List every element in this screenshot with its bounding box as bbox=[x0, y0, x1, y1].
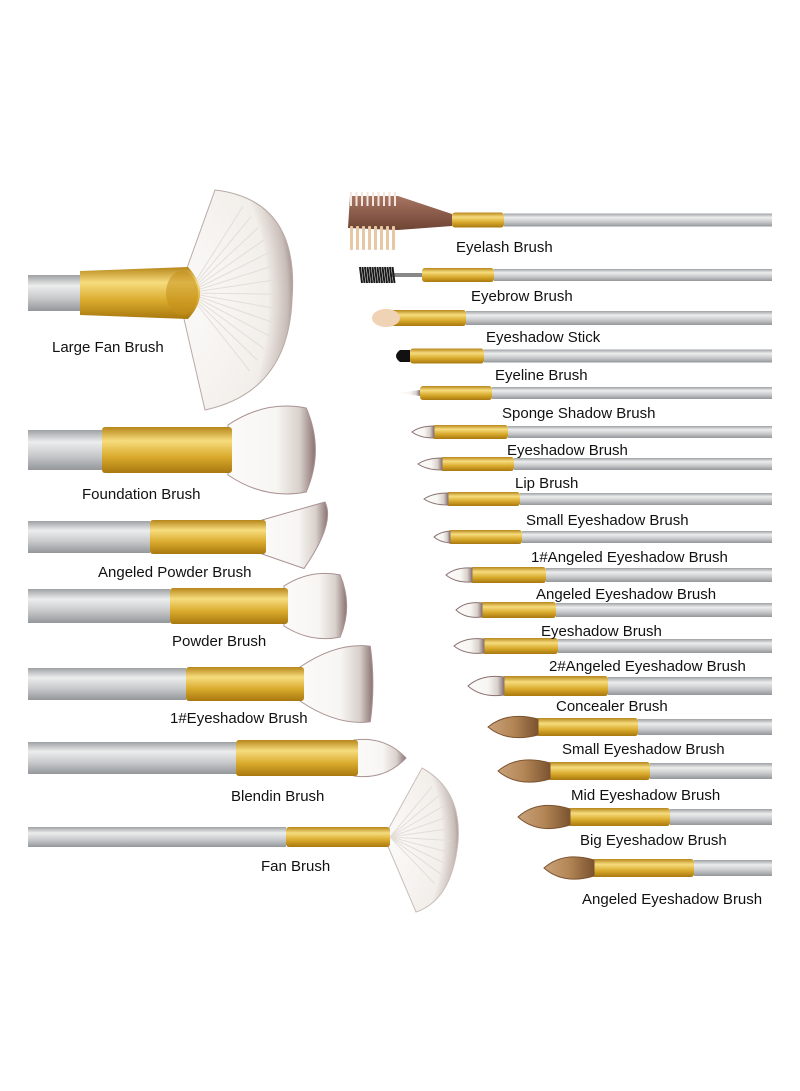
brown-tip-icon bbox=[497, 759, 551, 783]
fan-icon bbox=[383, 767, 459, 913]
sponge-icon bbox=[372, 309, 400, 327]
brush-5-left bbox=[28, 645, 374, 723]
label-right-12: 2#Angeled Eyeshadow Brush bbox=[549, 658, 746, 675]
brown-tip-icon bbox=[487, 715, 539, 739]
label-left-6: Blendin Brush bbox=[231, 788, 325, 805]
label-right-9: 1#Angeled Eyeshadow Brush bbox=[531, 549, 728, 566]
brown-tip-icon bbox=[517, 804, 571, 830]
label-right-3: Eyeshadow Stick bbox=[486, 329, 601, 346]
label-right-4: Eyeline Brush bbox=[495, 367, 588, 384]
brush-1-right bbox=[348, 192, 772, 250]
small-tip-icon bbox=[411, 425, 435, 439]
label-right-11: Eyeshadow Brush bbox=[541, 623, 662, 640]
brush-6-right bbox=[411, 425, 772, 439]
dome-icon bbox=[283, 572, 348, 640]
small-tip-icon bbox=[467, 675, 505, 697]
brush-3-right bbox=[372, 309, 772, 327]
spoolie-icon bbox=[359, 266, 422, 284]
brush-2-right bbox=[359, 266, 772, 284]
brush-17-right bbox=[543, 856, 772, 880]
brush-13-right bbox=[467, 675, 772, 697]
label-right-15: Mid Eyeshadow Brush bbox=[571, 787, 721, 804]
brush-15-right bbox=[497, 759, 772, 783]
label-right-14: Small Eyeshadow Brush bbox=[562, 741, 725, 758]
tapered-icon bbox=[353, 738, 407, 778]
small-tip-icon bbox=[423, 492, 449, 506]
label-right-7: Lip Brush bbox=[515, 475, 579, 492]
label-left-1: Large Fan Brush bbox=[52, 339, 164, 356]
label-right-2: Eyebrow Brush bbox=[471, 288, 573, 305]
label-right-5: Sponge Shadow Brush bbox=[502, 405, 656, 422]
brush-16-right bbox=[517, 804, 772, 830]
label-right-10: Angeled Eyeshadow Brush bbox=[536, 586, 717, 603]
brush-7-right bbox=[417, 457, 772, 471]
angled-icon bbox=[261, 501, 329, 570]
brush-8-right bbox=[423, 492, 772, 506]
label-right-17: Angeled Eyeshadow Brush bbox=[582, 891, 763, 908]
label-left-2: Foundation Brush bbox=[82, 486, 201, 503]
brush-3-left bbox=[28, 501, 329, 570]
comb-icon bbox=[348, 192, 452, 250]
label-right-1: Eyelash Brush bbox=[456, 239, 553, 256]
brush-14-right bbox=[487, 715, 772, 739]
brush-2-left bbox=[28, 405, 316, 495]
label-left-3: Angeled Powder Brush bbox=[98, 564, 252, 581]
label-right-8: Small Eyeshadow Brush bbox=[526, 512, 689, 529]
small-tip-icon bbox=[445, 567, 473, 583]
small-tip-icon bbox=[455, 602, 483, 618]
dome-icon bbox=[227, 405, 316, 495]
small-tip-icon bbox=[417, 457, 443, 471]
liner-icon bbox=[396, 350, 410, 362]
fan-icon bbox=[177, 189, 294, 411]
label-right-13: Concealer Brush bbox=[556, 698, 668, 715]
brush-10-right bbox=[445, 567, 772, 583]
brush-12-right bbox=[453, 638, 772, 654]
brush-1-left bbox=[28, 189, 294, 411]
small-tip-icon bbox=[453, 638, 485, 654]
brush-9-right bbox=[433, 530, 772, 544]
label-left-4: Powder Brush bbox=[172, 633, 267, 650]
brush-7-left bbox=[28, 767, 459, 913]
label-right-6: Eyeshadow Brush bbox=[507, 442, 628, 459]
brush-6-left bbox=[28, 738, 407, 778]
label-left-7: Fan Brush bbox=[261, 858, 331, 875]
brown-tip-icon bbox=[543, 856, 595, 880]
brush-5-right bbox=[398, 386, 772, 400]
brush-11-right bbox=[455, 602, 772, 618]
label-right-16: Big Eyeshadow Brush bbox=[580, 832, 727, 849]
label-left-5: 1#Eyeshadow Brush bbox=[170, 710, 308, 727]
brush-4-left bbox=[28, 572, 348, 640]
small-tip-icon bbox=[433, 530, 451, 544]
flat-icon bbox=[299, 645, 374, 723]
brush-4-right bbox=[396, 348, 772, 364]
thin-tip-icon bbox=[398, 390, 420, 396]
